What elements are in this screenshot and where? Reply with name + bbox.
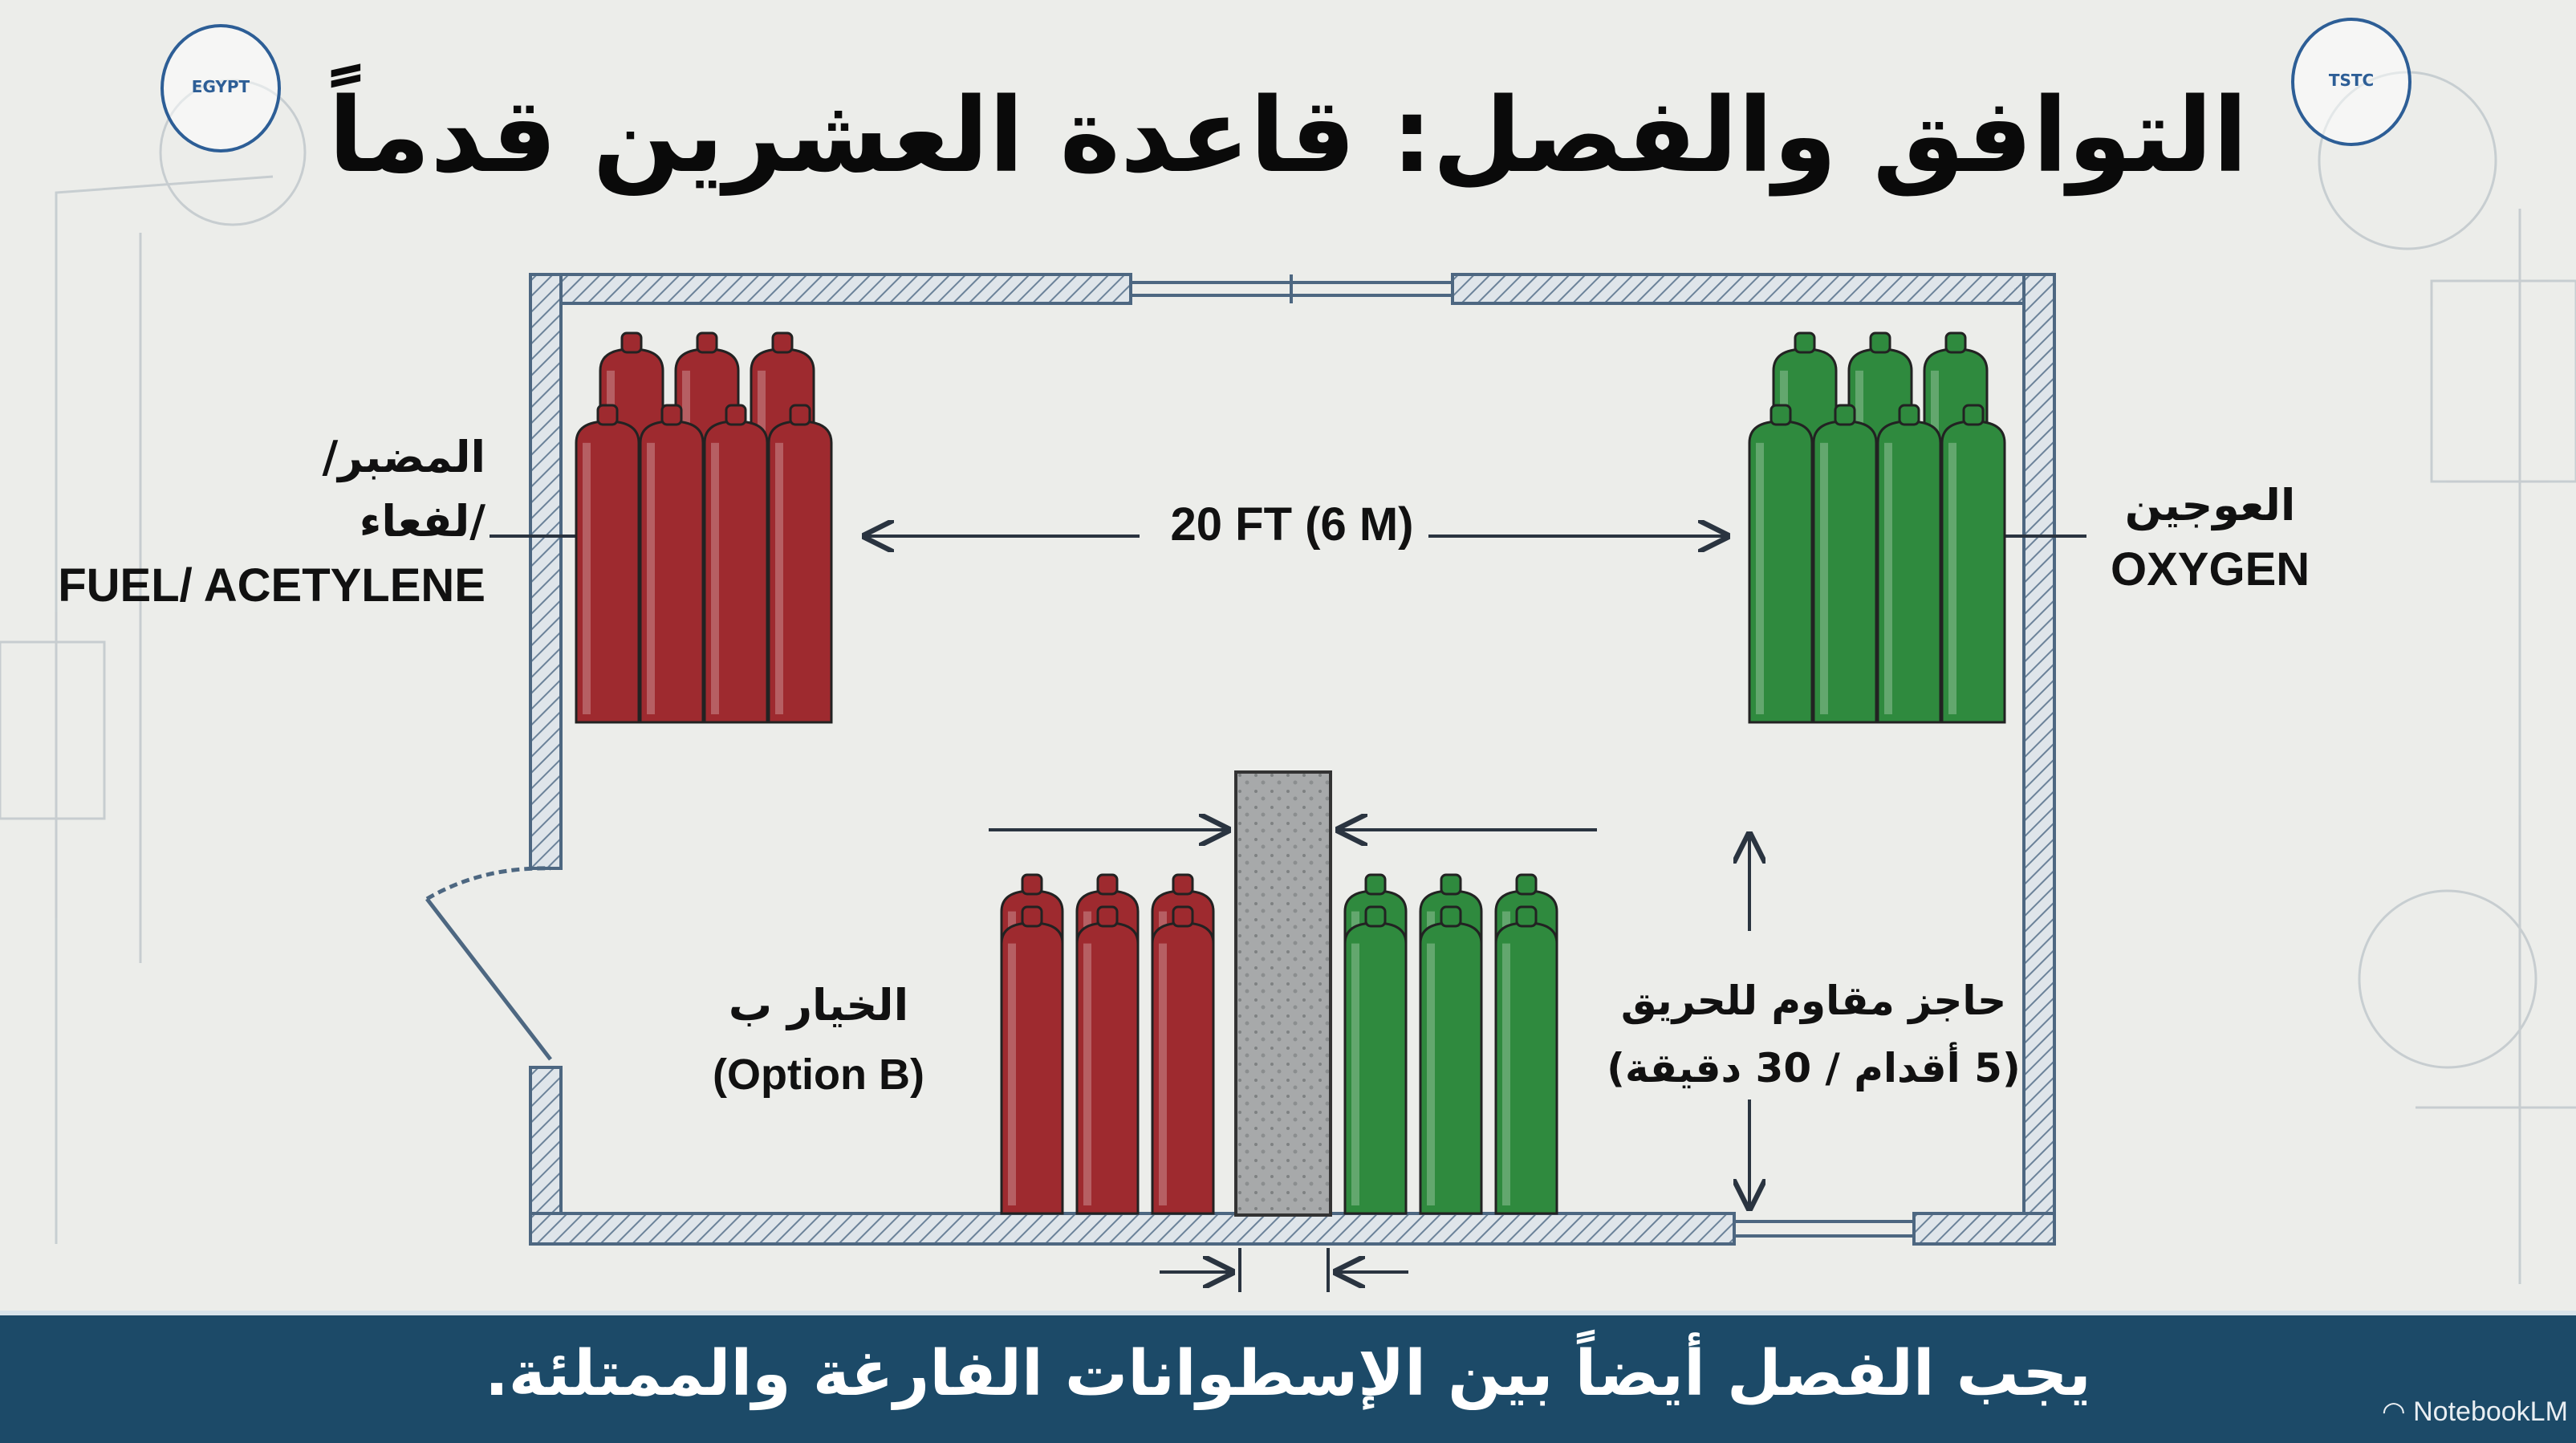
company-logo-right: TSTC [2291,18,2411,146]
option-b-ar: الخيار ب [728,980,909,1030]
cylinders [575,331,2006,1215]
fuel-cylinder [703,404,769,724]
oxygen-cylinder [1494,905,1558,1215]
oxygen-cylinder [1748,404,1814,724]
company-logo-left: EGYPT [160,24,281,152]
barrier-label-line1: حاجز مقاوم للحريق [1620,978,2007,1024]
option-b-label: الخيار ب (Option B) [658,971,979,1109]
oxygen-cylinder [1419,905,1483,1215]
page-title: التوافق والفصل: قاعدة العشرين قدماً [327,76,2249,196]
oxygen-cylinder [1343,905,1408,1215]
oxygen-label-en: OXYGEN [2111,543,2310,595]
logo-text: EGYPT [191,77,250,96]
fuel-cylinder [767,404,833,724]
windows [1131,274,1914,1238]
fuel-cylinder [575,404,640,724]
logo-text: TSTC [2328,71,2375,90]
door [425,866,552,1061]
oxygen-cylinder [1812,404,1878,724]
notebooklm-brand: ◠ NotebookLM [2382,1396,2568,1427]
fuel-cylinder [639,404,705,724]
room-walls [529,273,2056,1246]
fire-barrier [1234,770,1332,1217]
blueprint-background [0,71,2576,1284]
caption-text: يجب الفصل أيضاً بين الإسطوانات الفارغة و… [485,1338,2091,1410]
oxygen-cylinder [1876,404,1942,724]
fuel-label: المضبر/ /لفعاء FUEL/ ACETYLENE [58,425,486,618]
oxygen-label: العوجين OXYGEN [2111,474,2310,602]
fuel-label-en: FUEL/ ACETYLENE [58,559,486,612]
caption-banner: يجب الفصل أيضاً بين الإسطوانات الفارغة و… [0,1311,2576,1443]
oxygen-cylinder [1940,404,2006,724]
option-b-en: (Option B) [713,1051,924,1099]
fuel-cylinder [1075,905,1140,1215]
fuel-label-ar2: /لفعاء [359,496,486,547]
distance-label: 20 FT (6 M) [1170,498,1414,551]
fuel-cylinder [1151,905,1215,1215]
brand-text: NotebookLM [2413,1396,2568,1427]
fuel-label-ar1: المضبر/ [322,432,486,482]
barrier-label-line2: (5 أقدام / 30 دقيقة) [1607,1045,2021,1091]
oxygen-label-ar: العوجين [2124,480,2296,530]
barrier-label: حاجز مقاوم للحريق (5 أقدام / 30 دقيقة) [1573,967,2054,1102]
fuel-cylinder [1000,905,1064,1215]
